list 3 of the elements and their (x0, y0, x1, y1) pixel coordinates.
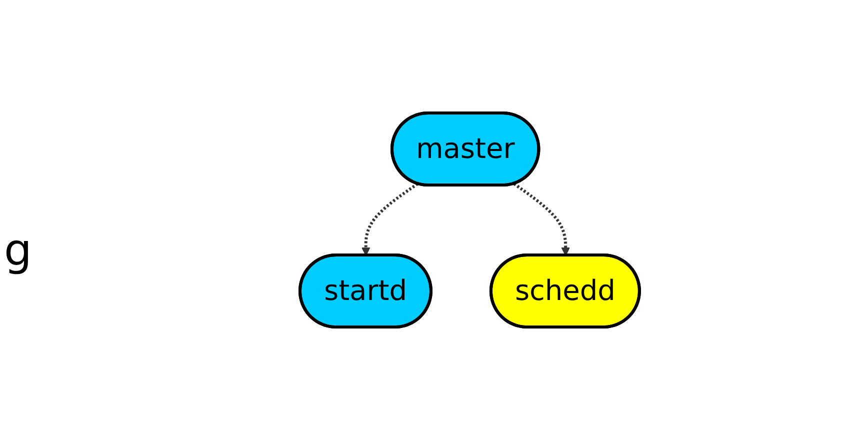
arrow (514, 182, 570, 256)
arrow (362, 182, 419, 256)
text-fragment: g (4, 225, 32, 276)
